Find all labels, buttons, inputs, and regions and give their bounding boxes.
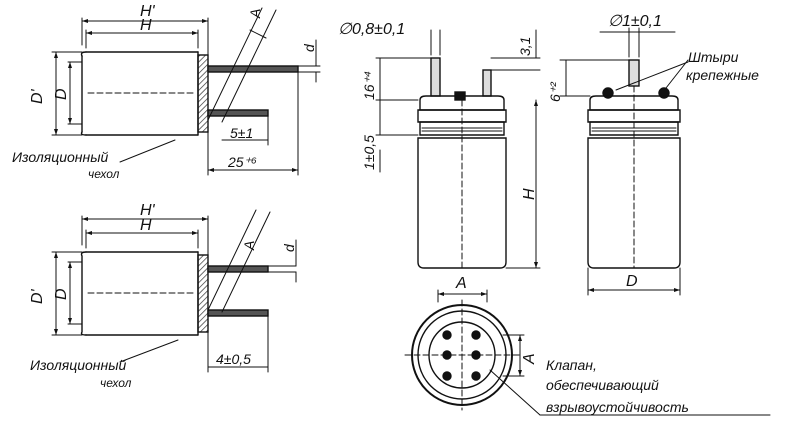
bot-d-dim-label: D (53, 288, 70, 300)
bot-dprime-label: D' (29, 289, 46, 304)
bottom-left-view (51, 209, 297, 373)
right-diameter-label: ∅1±0,1 (608, 13, 662, 30)
center-view (375, 29, 541, 269)
valve-label-1: Клапан, (546, 357, 597, 373)
bot-4-label: 4±0,5 (216, 351, 251, 367)
center-1-label: 1±0,5 (361, 135, 377, 170)
bot-d-label: d (281, 244, 297, 252)
bot-hprime-label: H' (140, 202, 155, 219)
circle-a-top-label: A (456, 275, 467, 292)
bot-sleeve-label: чехол (100, 376, 132, 390)
bot-insulation-label: Изоляционный (30, 357, 127, 373)
right-pins-label-2: крепежные (686, 67, 759, 83)
valve-label-3: взрывоустойчивость (546, 399, 689, 415)
top-5-label: 5±1 (230, 125, 254, 141)
center-diameter-label: ∅0,8±0,1 (338, 21, 406, 38)
right-6-label: 6⁺² (547, 82, 563, 102)
top-dprime-label: D' (29, 89, 46, 104)
right-view (559, 27, 689, 296)
top-h-label: H (140, 17, 152, 34)
circle-a-side-label: A (521, 353, 538, 364)
center-16-label: 16⁺⁴ (361, 70, 377, 100)
top-left-view (51, 7, 321, 176)
bottom-circle-view (404, 289, 771, 416)
top-a-label: A (247, 8, 263, 18)
top-25-label: 25⁺⁶ (228, 154, 257, 170)
top-d-label: d (301, 44, 317, 52)
top-insulation-label: Изоляционный (12, 149, 109, 165)
top-d-dim-label: D (53, 88, 70, 100)
bot-h-label: H (140, 217, 152, 234)
center-h-label: H (521, 188, 538, 200)
top-sleeve-label: чехол (88, 167, 120, 181)
center-31-label: 3,1 (517, 36, 533, 56)
bot-a-label: A (241, 240, 257, 250)
top-hprime-label: H' (140, 3, 155, 20)
right-d-label: D (626, 273, 638, 290)
valve-label-2: обеспечивающий (546, 377, 659, 393)
right-pins-label: Штыри (688, 49, 739, 65)
